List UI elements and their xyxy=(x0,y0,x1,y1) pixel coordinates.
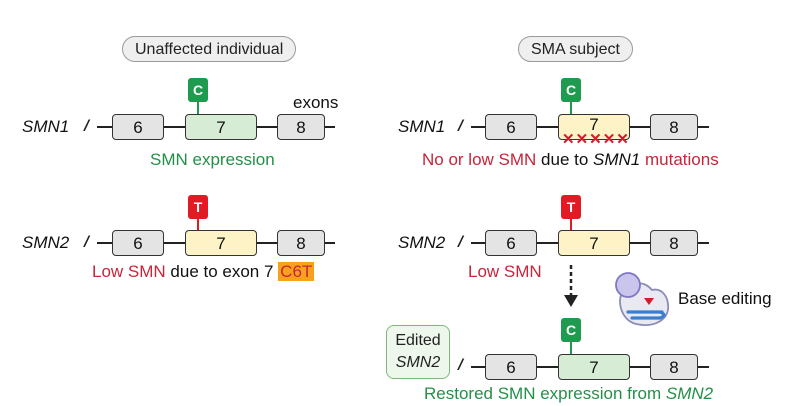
caption-middle: due to exon 7 xyxy=(165,262,279,281)
exon-8: 8 xyxy=(277,230,325,256)
editing-arrow xyxy=(564,265,578,307)
c-base-marker: C xyxy=(561,318,581,342)
gene-break-mark: // xyxy=(458,118,462,135)
unaffected-title: Unaffected individual xyxy=(122,36,297,62)
gene-break-mark: // xyxy=(458,357,462,374)
smn1-sma-caption: No or low SMN due to SMN1 mutations xyxy=(422,150,719,170)
t-base-stem xyxy=(570,219,572,230)
c-base-marker: C xyxy=(188,78,208,102)
exon-6: 6 xyxy=(485,230,537,256)
sma-subject-title: SMA subject xyxy=(518,36,633,62)
caption-part: due to xyxy=(536,150,594,169)
exon-7: 7 xyxy=(558,354,630,380)
smn2-caption: Low SMN due to exon 7 C6T xyxy=(92,262,315,282)
base-editing-label: Base editing xyxy=(678,289,772,308)
smn1-gene-label: SMN1 xyxy=(398,117,446,136)
t-base-marker: T xyxy=(188,195,208,219)
smn1-gene-label: SMN1 xyxy=(22,117,70,136)
edited-gene-label: SMN2 xyxy=(395,354,441,371)
exon-7: 7 xyxy=(558,114,630,140)
smn1-caption: SMN expression xyxy=(150,150,275,169)
gene-break-mark: // xyxy=(84,234,88,251)
caption-low-smn: Low SMN xyxy=(92,262,166,281)
c-base-stem xyxy=(570,342,572,354)
gene-break-mark: // xyxy=(458,234,462,251)
exons-label: exons xyxy=(293,93,339,112)
caption-part: No or low SMN xyxy=(422,150,537,169)
exon-6: 6 xyxy=(485,114,537,140)
c6t-highlight: C6T xyxy=(278,262,315,281)
smn2-sma-caption: Low SMN xyxy=(468,262,542,281)
gene-break-mark: // xyxy=(84,118,88,135)
caption-part: mutations xyxy=(640,150,719,169)
exon-8: 8 xyxy=(650,230,698,256)
c-base-marker: C xyxy=(561,78,581,102)
base-editor-icon xyxy=(615,272,669,326)
exon-7: 7 xyxy=(185,114,257,140)
t-base-stem xyxy=(197,219,199,230)
exon-8: 8 xyxy=(650,114,698,140)
c-base-stem xyxy=(197,102,199,116)
t-base-marker: T xyxy=(561,195,581,219)
smn2-gene-label: SMN2 xyxy=(398,233,446,252)
restored-caption: Restored SMN expression from SMN2 xyxy=(424,384,713,404)
edited-smn2-box: Edited SMN2 xyxy=(386,325,450,379)
exon-6: 6 xyxy=(112,114,164,140)
exon-7: 7 xyxy=(185,230,257,256)
smn2-gene-label: SMN2 xyxy=(22,233,70,252)
exon-6: 6 xyxy=(112,230,164,256)
exon-8: 8 xyxy=(277,114,325,140)
caption-gene: SMN1 xyxy=(593,150,641,169)
c-base-stem xyxy=(570,102,572,116)
exon-6: 6 xyxy=(485,354,537,380)
caption-part: Restored SMN expression from xyxy=(424,384,666,403)
edited-label: Edited xyxy=(395,332,441,349)
exon-8: 8 xyxy=(650,354,698,380)
exon-7: 7 xyxy=(558,230,630,256)
mutation-marks: ✕✕✕✕✕ xyxy=(562,131,630,148)
caption-gene: SMN2 xyxy=(665,384,714,403)
